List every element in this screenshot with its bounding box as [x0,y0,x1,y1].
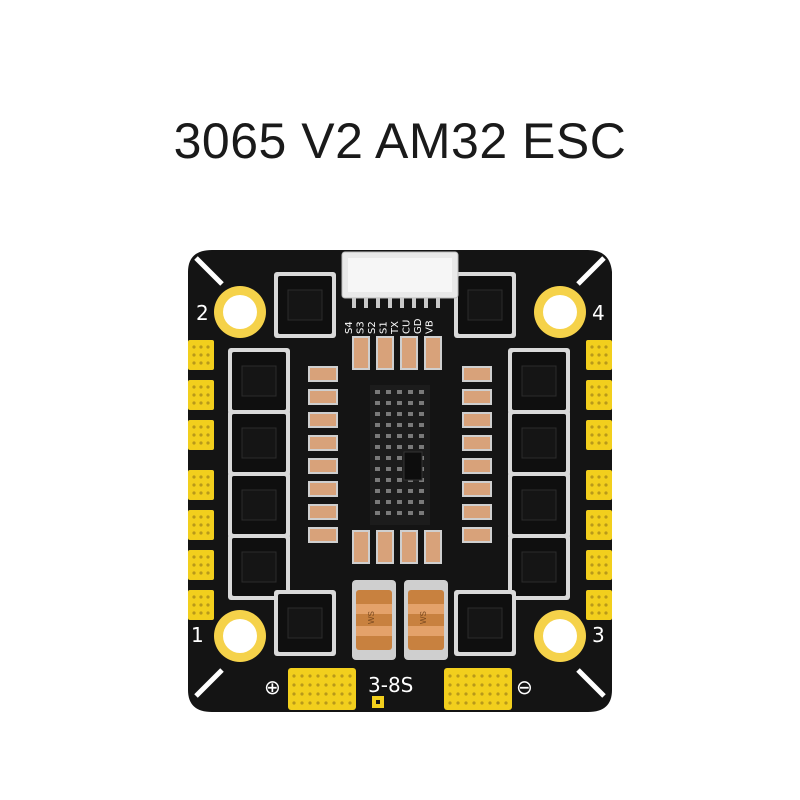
capacitor [310,437,336,449]
pin-label: S1 [379,321,390,334]
motor-number-4: 4 [592,301,605,325]
capacitor [310,506,336,518]
capacitor [310,483,336,495]
capacitor [426,338,440,368]
voltage-label: 3-8S [368,673,413,697]
pin-label: GD [413,318,424,334]
capacitor [464,437,490,449]
capacitor [310,529,336,541]
capacitor [464,529,490,541]
capacitor [426,532,440,562]
capacitor [354,532,368,562]
capacitor [464,391,490,403]
motor-number-3: 3 [592,623,605,647]
capacitor [378,338,392,368]
capacitor [310,368,336,380]
pin-label: S4 [344,321,355,334]
plus-polarity-icon: ⊕ [264,675,281,699]
capacitor [354,338,368,368]
minus-polarity-icon: ⊖ [516,675,533,699]
capacitor [464,368,490,380]
pin-label: S3 [356,321,367,334]
capacitor [378,532,392,562]
jst-connector [341,251,459,308]
capacitor [402,338,416,368]
capacitor [310,460,336,472]
motor-number-1: 1 [191,623,204,647]
capacitor [310,414,336,426]
pin-label: CU [402,320,413,334]
pin-label: VB [425,320,436,334]
mcu-area [370,385,430,525]
passive-components [308,336,492,564]
motor-number-2: 2 [196,301,209,325]
corner-slits [194,256,606,698]
capacitor [464,506,490,518]
capacitor [464,414,490,426]
pin-label: S2 [367,321,378,334]
inductors: WS WS [352,580,448,660]
motor-pads [188,340,612,620]
capacitor [310,391,336,403]
mounting-holes [214,286,586,662]
mosfets [228,272,570,656]
inductor-marking-left: WS [367,611,376,624]
capacitor [464,460,490,472]
inductor-marking-right: WS [419,611,428,624]
battery-pads [288,668,512,710]
capacitor [464,483,490,495]
capacitor [402,532,416,562]
product-title: 3065 V2 AM32 ESC [173,113,627,169]
pin-label: TX [390,321,401,335]
